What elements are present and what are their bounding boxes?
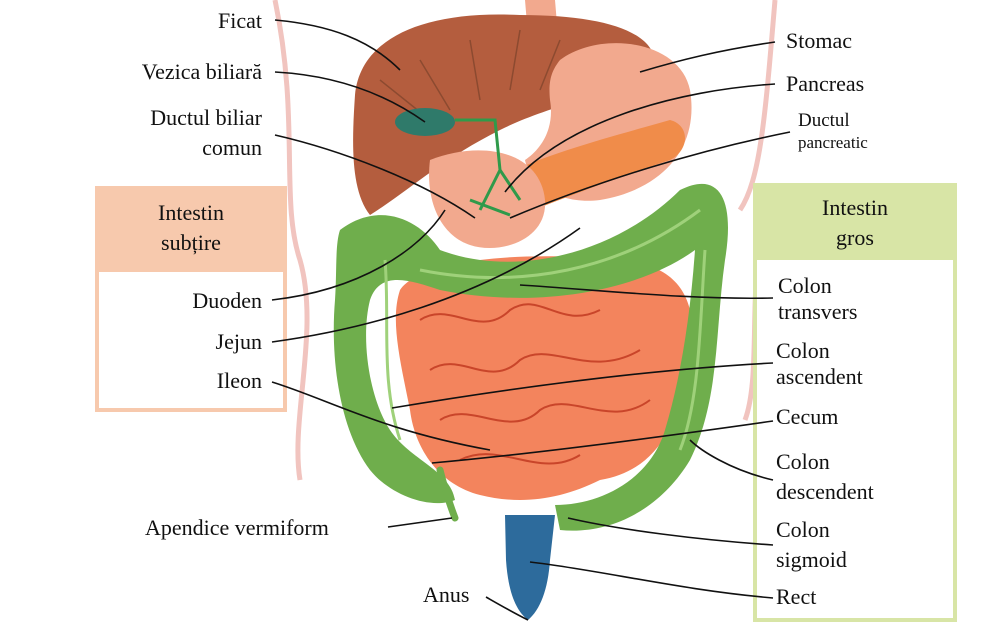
label-duoden: Duoden <box>192 288 262 313</box>
body-outline-left <box>272 0 310 481</box>
large-intestine-title-line-1: Intestin <box>822 195 888 220</box>
small-intestine-box-header <box>97 188 285 272</box>
label-anus: Anus <box>423 582 470 607</box>
label-ductul-pancreatic-line-1: Ductul <box>798 110 850 131</box>
appendix <box>436 466 459 522</box>
label-cecum: Cecum <box>776 404 839 429</box>
label-colon-sigmoid-line-1: Colon <box>776 517 830 542</box>
large-intestine-box-header <box>755 185 955 260</box>
label-colon-transvers-line-2: transvers <box>778 299 858 324</box>
colon <box>333 183 728 531</box>
label-jejun: Jejun <box>215 329 262 354</box>
label-colon-sigmoid-line-2: sigmoid <box>776 547 847 572</box>
label-vezica-biliara: Vezica biliară <box>141 59 262 84</box>
label-colon-ascendent-line-2: ascendent <box>776 364 863 389</box>
large-intestine-title: Intestin gros <box>755 193 955 253</box>
leader-lines <box>271 19 791 621</box>
label-colon-descendent: Colon descendent <box>776 449 874 505</box>
label-stomac: Stomac <box>786 28 852 53</box>
label-colon-ascendent: Colon ascendent <box>776 338 863 390</box>
label-ductul-biliar-comun: Ductul biliar comun <box>150 105 262 161</box>
label-ductul-pancreatic: Ductul pancreatic <box>798 110 868 154</box>
rectum <box>505 515 555 620</box>
label-ductul-biliar-line-2: comun <box>202 135 262 160</box>
label-colon-descendent-line-2: descendent <box>776 479 874 504</box>
colon-highlight <box>383 208 707 451</box>
small-intestine-title-line-2: subțire <box>161 230 221 255</box>
label-colon-descendent-line-1: Colon <box>776 449 830 474</box>
label-colon-ascendent-line-1: Colon <box>776 338 830 363</box>
label-colon-transvers-line-1: Colon <box>778 273 832 298</box>
label-ductul-biliar-line-1: Ductul biliar <box>150 105 262 130</box>
small-intestine-folds <box>419 303 651 465</box>
label-apendice-vermiform: Apendice vermiform <box>145 515 329 540</box>
label-colon-transvers: Colon transvers <box>778 273 857 325</box>
liver-vessels <box>379 29 561 121</box>
large-intestine-title-line-2: gros <box>836 225 874 250</box>
label-colon-sigmoid: Colon sigmoid <box>776 517 847 573</box>
label-rect: Rect <box>776 584 817 609</box>
label-pancreas: Pancreas <box>786 71 865 96</box>
small-intestine-title-line-1: Intestin <box>158 200 224 225</box>
label-ileon: Ileon <box>216 368 262 393</box>
duodenum <box>429 150 546 248</box>
small-intestine-title: Intestin subțire <box>97 198 285 258</box>
label-ductul-pancreatic-line-2: pancreatic <box>798 133 868 152</box>
label-ficat: Ficat <box>218 8 262 33</box>
small-intestine <box>395 256 693 500</box>
